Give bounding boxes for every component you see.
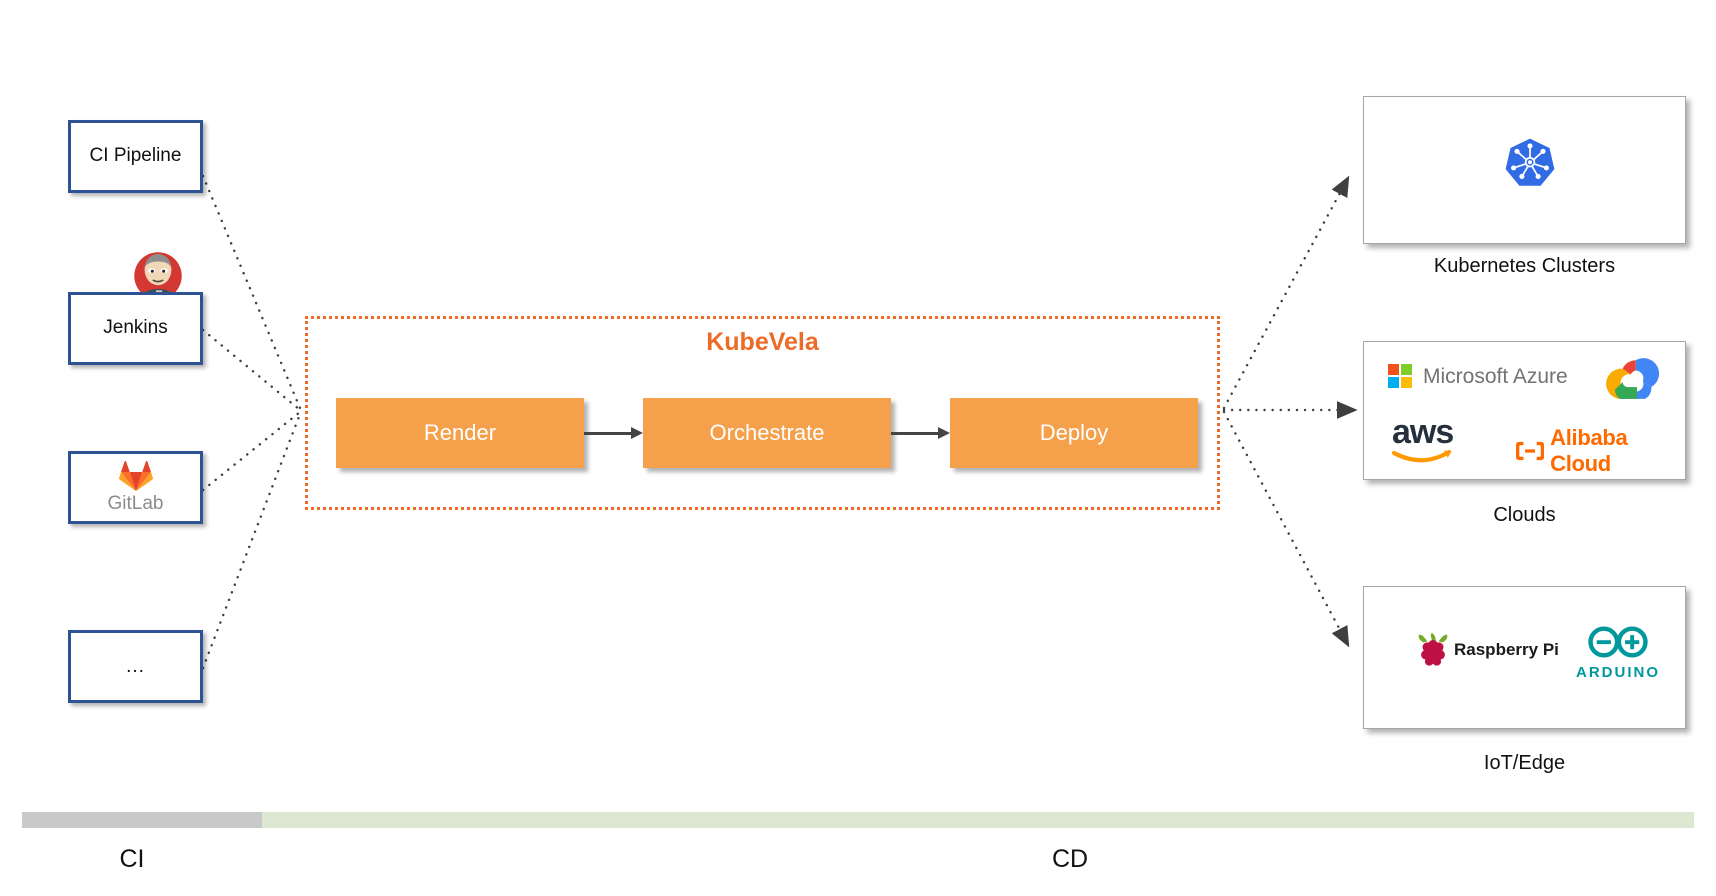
aws-smile-icon: [1392, 450, 1452, 463]
stage-label-orchestrate: Orchestrate: [709, 420, 825, 445]
arduino-logo: ARDUINO: [1576, 625, 1660, 681]
source-label-ellipsis: ...: [126, 655, 145, 677]
microsoft-squares-icon: [1388, 364, 1414, 390]
stage-label-render: Render: [423, 420, 497, 445]
arduino-label: ARDUINO: [1576, 664, 1660, 681]
arrow-orchestrate-to-deploy: [891, 427, 950, 439]
stage-box-render[interactable]: Render: [336, 398, 584, 468]
phase-bar-cd: [262, 812, 1694, 828]
aws-logo: aws: [1392, 413, 1454, 464]
target-caption-clouds: Clouds: [1493, 504, 1556, 526]
phase-label-ci: CI: [119, 845, 145, 873]
connector-ellipsis: [201, 412, 302, 670]
stage-box-deploy[interactable]: Deploy: [950, 398, 1198, 468]
raspberry-pi-logo: Raspberry Pi: [1416, 632, 1559, 668]
alibaba-bracket-icon: [1516, 441, 1545, 461]
kubernetes-icon: [1505, 138, 1555, 186]
source-box-ellipsis[interactable]: ...: [68, 630, 203, 703]
phase-label-cd: CD: [1051, 845, 1089, 873]
source-label-gitlab: GitLab: [107, 493, 164, 514]
gitlab-fox-icon: [118, 460, 153, 492]
source-label-jenkins: Jenkins: [103, 317, 168, 339]
target-box-kubernetes[interactable]: [1363, 96, 1686, 244]
kubevela-container: [305, 316, 1220, 510]
source-box-jenkins[interactable]: Jenkins: [68, 292, 203, 365]
connector-ci-pipeline: [201, 174, 302, 410]
raspberry-pi-berry-icon: [1418, 633, 1448, 666]
source-box-ci-pipeline[interactable]: CI Pipeline: [68, 120, 203, 193]
arrow-render-to-orchestrate: [584, 427, 643, 439]
target-caption-kubernetes: Kubernetes Clusters: [1433, 255, 1616, 277]
arduino-infinity-icon: [1588, 626, 1648, 658]
alibaba-cloud-label: Alibaba Cloud: [1550, 425, 1628, 476]
stage-label-deploy: Deploy: [1039, 420, 1109, 445]
microsoft-azure-label: Microsoft Azure: [1423, 365, 1568, 388]
connector-iot-edge: [1222, 410, 1350, 648]
google-cloud-icon: [1606, 358, 1660, 399]
target-box-clouds[interactable]: Microsoft Azure aws Alibaba Clou: [1363, 341, 1686, 480]
microsoft-azure-logo: Microsoft Azure: [1388, 364, 1568, 390]
kubevela-title: KubeVela: [706, 328, 819, 356]
phase-bar-ci: [22, 812, 262, 828]
connector-jenkins: [201, 328, 302, 412]
source-label-ci-pipeline: CI Pipeline: [89, 145, 182, 167]
aws-label: aws: [1392, 413, 1454, 451]
source-box-gitlab[interactable]: GitLab: [68, 451, 203, 524]
target-box-iot-edge[interactable]: Raspberry Pi ARDUINO: [1363, 586, 1686, 729]
connector-kubernetes: [1222, 175, 1350, 410]
stage-box-orchestrate[interactable]: Orchestrate: [643, 398, 891, 468]
raspberry-pi-label: Raspberry Pi: [1454, 640, 1559, 659]
alibaba-cloud-logo: Alibaba Cloud: [1516, 425, 1685, 477]
target-caption-iot-edge: IoT/Edge: [1483, 752, 1566, 774]
connector-gitlab: [201, 410, 302, 492]
